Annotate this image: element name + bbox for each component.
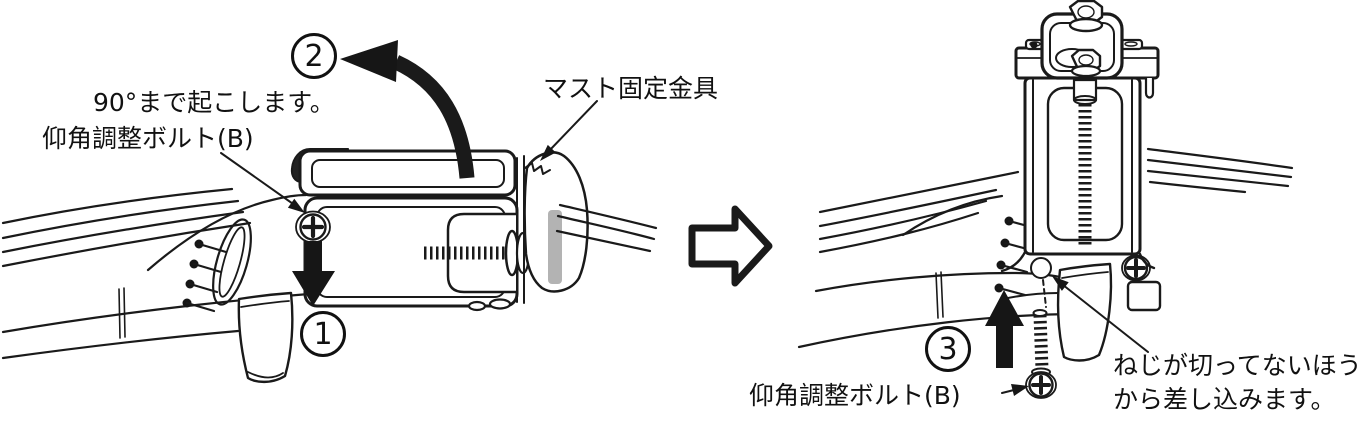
next-step-arrow-icon bbox=[688, 205, 773, 287]
step-1-badge: 1 bbox=[300, 311, 346, 357]
mast-arm-lines bbox=[555, 203, 658, 253]
support-foot-right bbox=[1056, 262, 1113, 362]
support-foot-left bbox=[237, 291, 294, 384]
handle-slot bbox=[212, 218, 252, 306]
rotate-up-arrow-icon bbox=[340, 40, 475, 179]
step-2-badge: 2 bbox=[291, 33, 337, 79]
step-2-caption: 90°まで起こします。 bbox=[93, 88, 335, 117]
elevation-bolt-left-drawing bbox=[295, 210, 331, 244]
label-insert-note-line1: ねじが切ってないほう bbox=[1113, 351, 1362, 380]
label-insert-note-line2: から差し込みます。 bbox=[1113, 385, 1336, 414]
leader-insert-note bbox=[1052, 276, 1149, 353]
insertion-dashed-line bbox=[1042, 279, 1047, 308]
mast-clamp-drawing bbox=[523, 151, 658, 293]
up-arrow-icon bbox=[985, 290, 1024, 368]
mount-screws-left bbox=[182, 239, 228, 313]
elevation-bracket-upright-drawing bbox=[1000, 0, 1162, 312]
bolt-hole bbox=[1030, 257, 1052, 308]
elevation-bracket-folded-drawing bbox=[290, 148, 562, 312]
step-3-badge: 3 bbox=[925, 326, 971, 372]
label-elevation-bolt-right: 仰角調整ボルト(B) bbox=[749, 381, 961, 410]
leader-mast-bracket bbox=[540, 100, 598, 161]
elevation-bolt-right-drawing bbox=[1025, 309, 1057, 399]
mount-screws-right bbox=[994, 216, 1037, 297]
side-screw-right bbox=[1121, 254, 1151, 282]
label-elevation-bolt-left: 仰角調整ボルト(B) bbox=[42, 124, 254, 153]
leader-elevation-bolt-right bbox=[1001, 384, 1029, 396]
down-arrow-icon bbox=[292, 241, 335, 306]
mast-arm-lines-right bbox=[1146, 147, 1294, 194]
right-antenna-back-drawing bbox=[797, 147, 1294, 349]
leader-elevation-bolt-left bbox=[220, 152, 305, 213]
label-mast-bracket: マスト固定金具 bbox=[543, 74, 719, 103]
